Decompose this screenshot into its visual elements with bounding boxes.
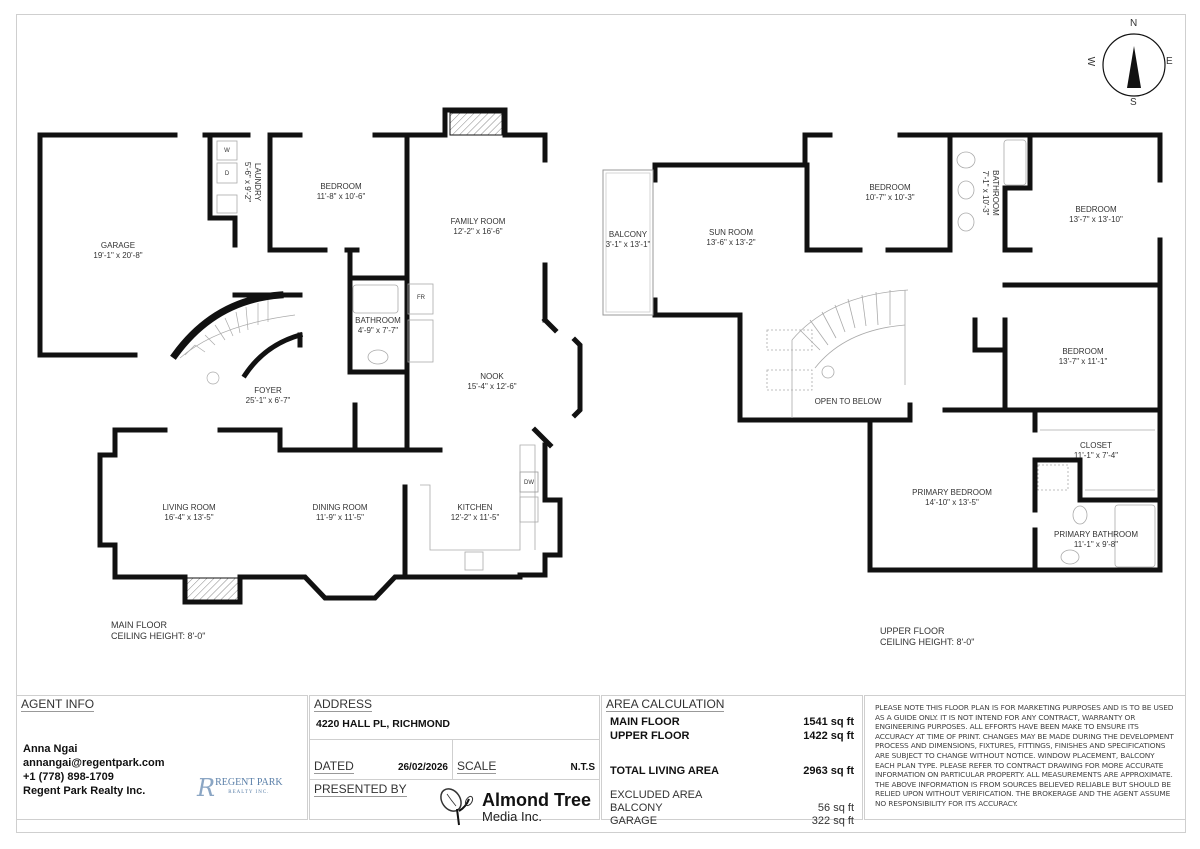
area-row-excluded: EXCLUDED AREA [610,789,703,801]
address-heading: ADDRESS [314,697,373,712]
floor-plan-drawing [37,107,1163,605]
address-block: ADDRESS 4220 HALL PL, RICHMOND DATED 26/… [309,695,600,826]
compass-s: S [1130,97,1137,108]
almond-tree-icon [440,788,474,826]
agent-phone: +1 (778) 898-1709 [23,771,114,783]
scale-label: SCALE [457,759,497,774]
compass-arrow-icon [1102,33,1166,97]
kitchen-counters [420,444,539,571]
agent-company: Regent Park Realty Inc. [23,785,146,797]
presenter-name: Almond Tree [482,789,592,810]
fixture-dishwasher: DW [524,480,534,486]
address-value: 4220 HALL PL, RICHMOND [316,718,450,730]
compass-e: E [1166,56,1173,67]
agent-email: annangai@regentpark.com [23,757,165,769]
presented-by-label: PRESENTED BY [314,782,407,797]
main-stairs [179,300,296,385]
upper-floor-walls [652,132,1163,573]
presenter-sub: Media Inc. [482,808,542,824]
scale-value: N.T.S [570,762,595,773]
fixture-fridge: FR [417,295,425,301]
fixture-washer: W [224,148,230,154]
agent-info-heading: AGENT INFO [21,697,95,712]
disclaimer-block: PLEASE NOTE THIS FLOOR PLAN IS FOR MARKE… [864,695,1186,820]
regent-park-logo-mark: R [197,774,216,802]
floor-plan-sheet [16,14,1186,833]
compass-n: N [1130,18,1138,29]
agent-name: Anna Ngai [23,743,78,755]
upper-stairs [766,289,909,418]
area-heading: AREA CALCULATION [606,697,725,712]
almond-tree-logo: Almond Tree Media Inc. [438,786,598,828]
agent-info-block: AGENT INFO Anna Ngai annangai@regentpark… [16,695,308,820]
room-label-open-to-below: OPEN TO BELOW [814,397,882,406]
agent-details: Anna Ngai annangai@regentpark.com +1 (77… [23,742,165,798]
fixture-dryer: D [224,171,230,177]
main-floor-walls [37,107,583,605]
north-compass: N S E W [1085,18,1174,108]
dated-value: 26/02/2026 [397,762,448,773]
dated-label: DATED [314,759,354,774]
